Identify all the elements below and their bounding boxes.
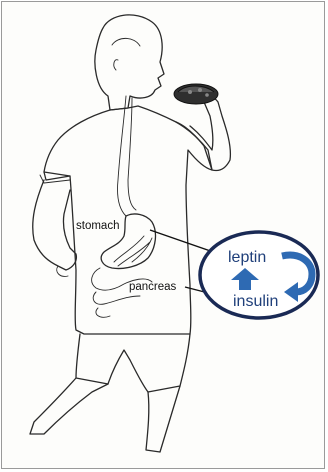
person-sketch (30, 15, 230, 452)
insulin-label: insulin (233, 293, 278, 310)
stomach-label: stomach (76, 220, 119, 232)
right-leg (146, 386, 180, 452)
ear (114, 60, 118, 70)
torso (44, 106, 212, 334)
head (95, 15, 164, 110)
sleeve-band (44, 172, 70, 176)
leptin-label: leptin (228, 249, 266, 266)
esophagus (117, 96, 136, 216)
right-arm (176, 98, 230, 171)
left-arm (33, 180, 77, 270)
shorts (76, 334, 190, 392)
food-icon (174, 84, 218, 104)
pancreas-label: pancreas (129, 281, 177, 293)
left-leg (30, 378, 108, 434)
hair-line (112, 38, 140, 46)
